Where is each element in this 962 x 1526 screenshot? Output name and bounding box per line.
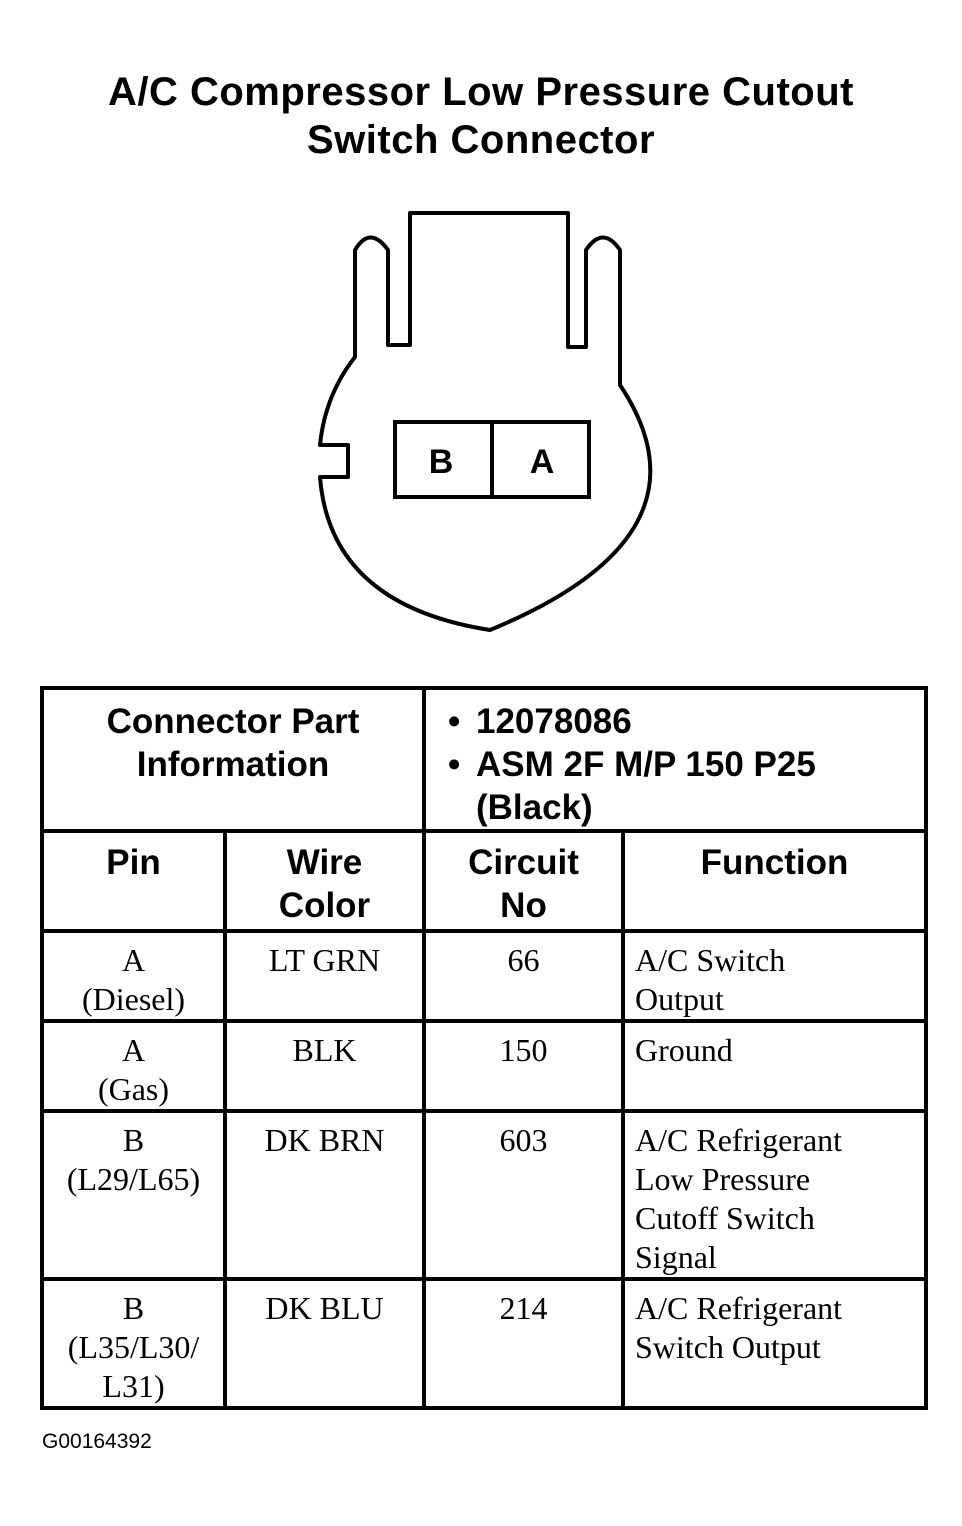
function-line: Switch Output (635, 1329, 821, 1365)
table-row: A (Gas) BLK 150 Ground (40, 1019, 928, 1113)
wire-color-cell: BLK (223, 1019, 426, 1113)
part-number: 12078086 (476, 702, 632, 741)
header-wire-color-line-2: Color (278, 886, 371, 925)
header-circuit-line-2: No (500, 886, 547, 925)
function-line: Ground (635, 1032, 733, 1068)
function-line: Output (635, 981, 724, 1017)
function-line: Signal (635, 1239, 717, 1275)
header-pin-text: Pin (106, 843, 161, 882)
header-pin: Pin (40, 829, 227, 933)
function-cell: A/C Refrigerant Low Pressure Cutoff Swit… (621, 1109, 928, 1281)
function-line: A/C Refrigerant (635, 1122, 843, 1158)
function-cell: A/C Switch Output (621, 929, 928, 1023)
function-line: A/C Refrigerant (635, 1290, 843, 1326)
part-info-label: Connector Part Information (40, 686, 426, 833)
pin-id: B (122, 1122, 145, 1158)
pin-id: A (121, 942, 146, 978)
title-line-2: Switch Connector (306, 118, 656, 162)
diagram-title: A/C Compressor Low Pressure Cutout Switc… (0, 68, 962, 164)
header-circuit-line-1: Circuit (468, 843, 579, 882)
function-line: Cutoff Switch (635, 1200, 815, 1236)
header-circuit-no: Circuit No (422, 829, 625, 933)
cavity-b-label: B (429, 443, 454, 481)
pin-variant: (Gas) (97, 1071, 170, 1107)
connector-face-diagram: B A (318, 211, 653, 632)
bullet-icon: • (448, 745, 461, 784)
function-cell: A/C Refrigerant Switch Output (621, 1277, 928, 1410)
bullet-icon: • (448, 702, 461, 741)
circuit-cell: 214 (422, 1277, 625, 1410)
wire-color-cell: DK BRN (223, 1109, 426, 1281)
table-row: B (L29/L65) DK BRN 603 A/C Refrigerant L… (40, 1109, 928, 1281)
pin-cell: A (Gas) (40, 1019, 227, 1113)
column-header-row: Pin Wire Color Circuit No Function (40, 829, 928, 933)
header-function: Function (621, 829, 928, 933)
pin-id: A (121, 1032, 146, 1068)
assembly-code: ASM 2F M/P 150 P25 (476, 745, 816, 784)
pin-cell: B (L35/L30/ L31) (40, 1277, 227, 1410)
function-cell: Ground (621, 1019, 928, 1113)
header-wire-color-line-1: Wire (286, 843, 363, 882)
connector-color-line: (Black) (476, 786, 924, 829)
title-line-1: A/C Compressor Low Pressure Cutout (107, 70, 854, 114)
pin-variant: (L29/L65) (66, 1161, 201, 1197)
connector-color: (Black) (476, 788, 593, 827)
pin-variant: (Diesel) (81, 981, 186, 1017)
part-info-label-line-2: Information (136, 745, 330, 784)
part-info-label-line-1: Connector Part (106, 702, 360, 741)
table-row: A (Diesel) LT GRN 66 A/C Switch Output (40, 929, 928, 1023)
pin-cell: B (L29/L65) (40, 1109, 227, 1281)
assembly-line: • ASM 2F M/P 150 P25 (448, 743, 924, 786)
table-row: B (L35/L30/ L31) DK BLU 214 A/C Refriger… (40, 1277, 928, 1410)
circuit-cell: 603 (422, 1109, 625, 1281)
cavity-a (490, 420, 591, 499)
connector-body-outline (318, 211, 653, 632)
cavity-a-label: A (530, 443, 555, 481)
function-line: A/C Switch (635, 942, 786, 978)
figure-id: G00164392 (42, 1430, 152, 1453)
part-number-line: • 12078086 (448, 700, 924, 743)
wire-color-cell: DK BLU (223, 1277, 426, 1410)
connector-info-table: Connector Part Information • 12078086 • … (40, 686, 928, 1410)
header-function-text: Function (700, 843, 849, 882)
circuit-cell: 150 (422, 1019, 625, 1113)
function-line: Low Pressure (635, 1161, 811, 1197)
header-wire-color: Wire Color (223, 829, 426, 933)
pin-id: B (122, 1290, 145, 1326)
pin-cell: A (Diesel) (40, 929, 227, 1023)
pin-variant: (L35/L30/ (67, 1329, 200, 1365)
pin-variant: L31) (102, 1368, 165, 1404)
circuit-cell: 66 (422, 929, 625, 1023)
wire-color-cell: LT GRN (223, 929, 426, 1023)
part-info-values: • 12078086 • ASM 2F M/P 150 P25 (Black) (422, 686, 928, 833)
part-info-row: Connector Part Information • 12078086 • … (40, 686, 928, 833)
